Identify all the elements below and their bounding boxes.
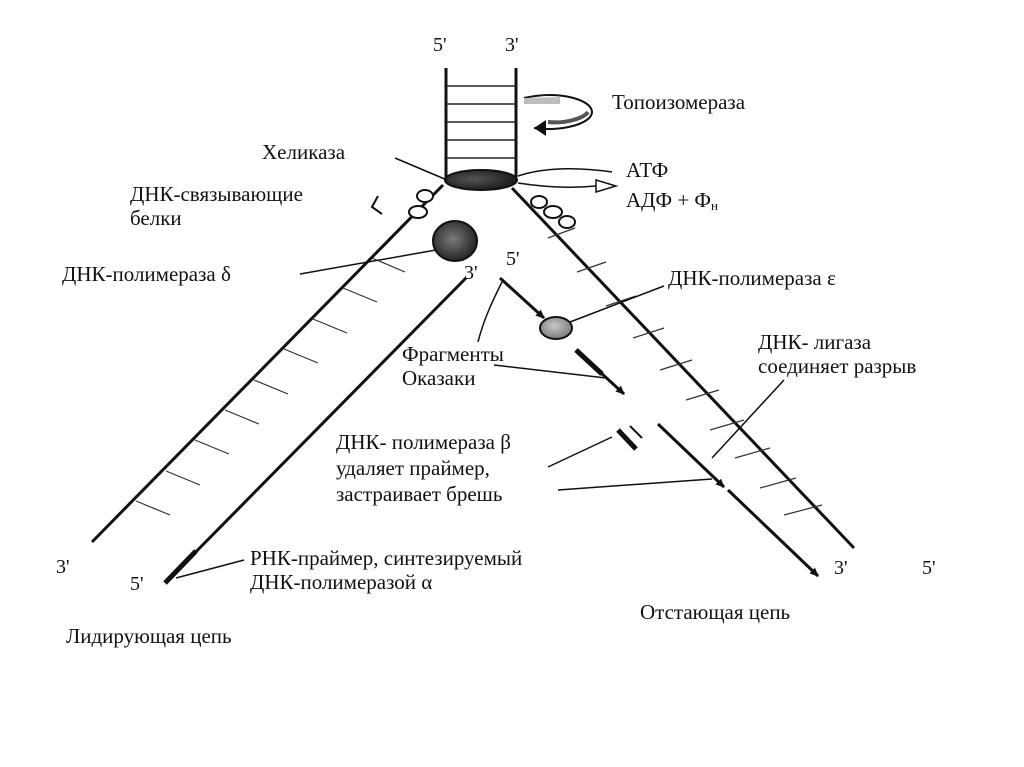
okazaki-leader-lower	[493, 364, 607, 379]
primer-leader	[175, 559, 245, 579]
pol-beta-leader-lower	[557, 478, 713, 491]
leading-new-strand	[174, 276, 468, 574]
primer-label-line2: ДНК-полимеразой α	[250, 570, 433, 594]
adp-label-main: АДФ + Ф	[626, 188, 712, 212]
lagging-template-5prime-label: 5'	[922, 557, 936, 579]
leading-arm	[90, 183, 468, 585]
ligase-leader	[711, 379, 785, 459]
pol-beta-label-line3: застраивает брешь	[336, 482, 503, 506]
lagging-strand-label: Отстающая цепь	[640, 600, 791, 624]
pol-beta-leader-upper	[547, 436, 613, 468]
dna-polymerase-epsilon	[539, 316, 573, 340]
ssb-proteins	[408, 189, 576, 229]
parental-right-3prime-label: 3'	[505, 34, 519, 56]
pol-delta-leader	[299, 249, 437, 275]
leading-template-strand	[90, 183, 445, 544]
okazaki-leader-upper	[477, 281, 503, 343]
atp-adp-arrow	[517, 168, 613, 177]
pol-beta-label-line1: ДНК- полимераза β	[336, 430, 511, 454]
atp-label: АТФ	[626, 158, 669, 182]
parental-rungs	[446, 85, 516, 159]
lagging-arm	[498, 186, 856, 578]
helicase-label: Хеликаза	[262, 140, 346, 164]
okazaki-fragment-3	[656, 422, 726, 489]
primer-label-line1: РНК-праймер, синтезируемый	[250, 546, 523, 570]
rna-primer-leading	[163, 549, 198, 585]
pol-beta-label-line2: удаляет праймер,	[336, 456, 490, 480]
ssb-label-line1: ДНК-связывающие	[130, 182, 303, 206]
leader-lines	[175, 157, 785, 579]
gap-cap	[629, 425, 643, 439]
lagging-new-3prime-label: 3'	[834, 557, 848, 579]
dna-polymerase-delta	[432, 220, 478, 262]
okazaki-5prime-label: 5'	[506, 248, 520, 270]
lagging-template-strand	[510, 186, 856, 550]
leading-new-5prime-label: 5'	[130, 573, 144, 595]
helicase-leader	[394, 157, 448, 181]
parental-duplex	[444, 68, 518, 178]
okazaki-fragment-1	[498, 276, 546, 320]
helicase-enzyme	[444, 169, 518, 191]
ligase-label-line1: ДНК- лигаза	[758, 330, 872, 354]
ssb-bracket	[370, 195, 383, 215]
ssb-label-line2: белки	[130, 206, 182, 230]
adp-label: АДФ + Фн	[626, 188, 718, 218]
rna-primer-lagging	[574, 348, 604, 376]
ligase-label-line2: соединяет разрыв	[758, 354, 917, 378]
pol-epsilon-leader	[569, 285, 665, 323]
okazaki-label-line2: Оказаки	[402, 366, 476, 390]
leading-template-3prime-label: 3'	[56, 556, 70, 578]
topoisomerase-arrow-icon	[523, 94, 594, 136]
parental-left-5prime-label: 5'	[433, 34, 447, 56]
leading-new-3prime-label: 3'	[464, 262, 478, 284]
adp-arrowhead-icon	[595, 178, 619, 194]
lagging-rungs	[547, 227, 823, 516]
pol-epsilon-label: ДНК-полимераза ε	[668, 266, 836, 290]
primer-gap-segment	[616, 428, 638, 451]
pol-delta-label: ДНК-полимераза δ	[62, 262, 231, 286]
leading-strand-label: Лидирующая цепь	[66, 624, 232, 648]
topoisomerase-label: Топоизомераза	[612, 90, 746, 114]
adp-label-subscript: н	[711, 198, 718, 213]
okazaki-label-line1: Фрагменты	[402, 342, 504, 366]
adp-output-arrow	[517, 182, 597, 188]
okazaki-fragment-4	[726, 488, 820, 578]
